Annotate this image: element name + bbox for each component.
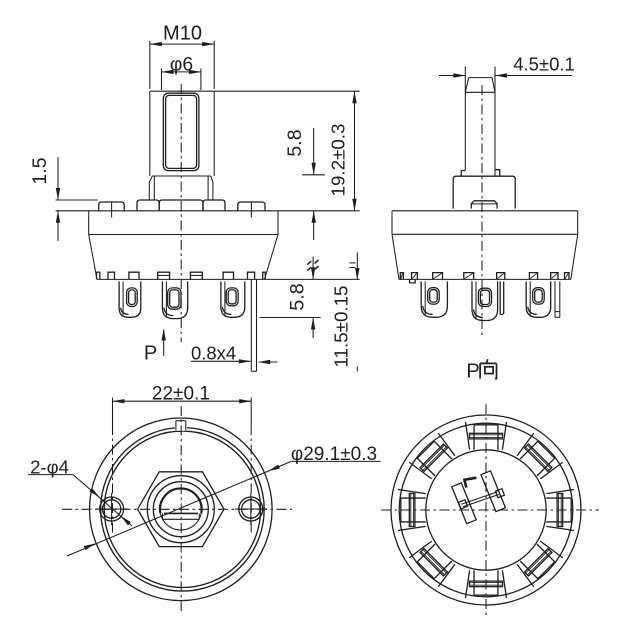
- svg-text:22±0.1: 22±0.1: [152, 383, 210, 404]
- svg-text:P: P: [144, 343, 157, 365]
- svg-text:φ29.1±0.3: φ29.1±0.3: [291, 444, 377, 465]
- svg-text:φ6: φ6: [170, 54, 194, 76]
- svg-text:M10: M10: [163, 23, 202, 45]
- svg-text:2-φ4: 2-φ4: [30, 457, 69, 478]
- svg-text:11.5±0.15: 11.5±0.15: [331, 285, 352, 367]
- svg-text:19.2±0.3: 19.2±0.3: [328, 124, 349, 197]
- svg-text:4.5±0.1: 4.5±0.1: [513, 54, 575, 75]
- svg-text:5.8: 5.8: [284, 129, 306, 156]
- svg-text:1.5: 1.5: [29, 157, 51, 184]
- svg-text:5.8: 5.8: [287, 283, 309, 310]
- svg-text:0.8x4: 0.8x4: [191, 343, 236, 364]
- svg-text:P: P: [466, 361, 479, 383]
